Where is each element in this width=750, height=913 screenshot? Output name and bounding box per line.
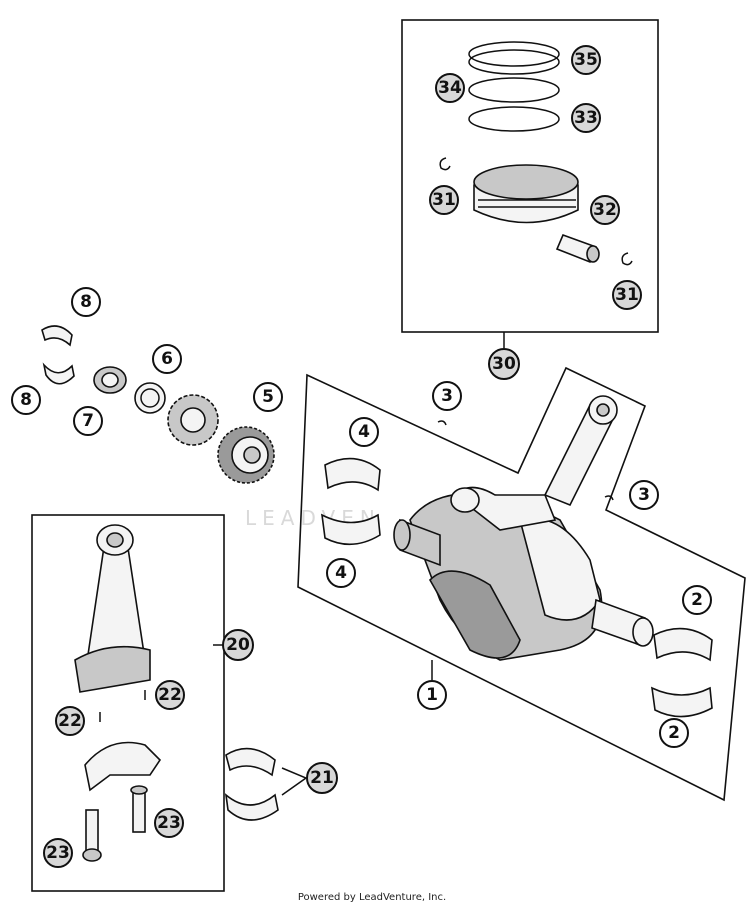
svg-text:22: 22 (58, 711, 82, 731)
svg-text:35: 35 (574, 50, 598, 70)
callout-31-lower[interactable]: 31 (612, 280, 642, 310)
svg-text:4: 4 (335, 563, 347, 583)
callout-2-upper[interactable]: 2 (682, 585, 712, 615)
svg-text:6: 6 (161, 349, 173, 369)
credit-text: Powered by LeadVenture, Inc. (298, 892, 446, 903)
conrod-kit-box (31, 514, 225, 892)
callout-1[interactable]: 1 (417, 680, 447, 710)
svg-text:32: 32 (593, 200, 617, 220)
callout-22-left[interactable]: 22 (55, 706, 85, 736)
conrod-cap (84, 741, 162, 792)
callout-23-right[interactable]: 23 (154, 808, 184, 838)
conrod-bolt-left (82, 809, 102, 862)
main-bearing-shells-left (321, 457, 381, 546)
svg-text:5: 5 (262, 387, 274, 407)
svg-text:30: 30 (492, 354, 516, 374)
rod-bearing-shells-21 (224, 747, 279, 821)
svg-text:33: 33 (574, 108, 598, 128)
thrust-clip-right (604, 495, 614, 501)
callout-4-upper[interactable]: 4 (349, 417, 379, 447)
svg-text:34: 34 (438, 78, 462, 98)
piston (473, 164, 579, 224)
callout-22-right[interactable]: 22 (155, 680, 185, 710)
callout-8-lower[interactable]: 8 (11, 385, 41, 415)
callout-7[interactable]: 7 (73, 406, 103, 436)
svg-text:7: 7 (82, 411, 94, 431)
svg-text:22: 22 (158, 685, 182, 705)
bearing-shell-8-lower (42, 362, 75, 385)
callout-20[interactable]: 20 (222, 629, 254, 661)
callout-31-upper[interactable]: 31 (429, 185, 459, 215)
circlip-upper (439, 157, 451, 171)
callout-30[interactable]: 30 (488, 348, 520, 380)
svg-text:31: 31 (432, 190, 456, 210)
conrod-bolt-right (130, 785, 148, 833)
piston-kit-box (401, 19, 659, 333)
callout-33[interactable]: 33 (571, 103, 601, 133)
svg-text:31: 31 (615, 285, 639, 305)
svg-text:23: 23 (157, 813, 181, 833)
crankshaft-box (297, 366, 746, 802)
svg-text:2: 2 (668, 723, 680, 743)
sprocket (167, 394, 219, 446)
svg-text:8: 8 (80, 292, 92, 312)
callout-5[interactable]: 5 (253, 382, 283, 412)
nut-7 (93, 366, 127, 394)
callout-21[interactable]: 21 (306, 762, 338, 794)
callout-8-upper[interactable]: 8 (71, 287, 101, 317)
connecting-rod-assembly (74, 524, 151, 693)
washer-6 (134, 382, 166, 414)
callout-4-lower[interactable]: 4 (326, 558, 356, 588)
svg-text:4: 4 (358, 422, 370, 442)
gear-5 (217, 426, 275, 484)
svg-text:23: 23 (46, 843, 70, 863)
connecting-rod-installed (450, 395, 618, 531)
circlip-lower (621, 252, 633, 266)
thrust-clip-upper (437, 420, 447, 426)
callout-6[interactable]: 6 (152, 344, 182, 374)
svg-text:3: 3 (638, 485, 650, 505)
callout-3-upper[interactable]: 3 (432, 381, 462, 411)
svg-text:2: 2 (691, 590, 703, 610)
bearing-shell-8-upper (41, 325, 73, 347)
main-bearing-shells-right (651, 627, 713, 718)
svg-text:8: 8 (20, 390, 32, 410)
callout-2-lower[interactable]: 2 (659, 718, 689, 748)
piston-rings (468, 41, 560, 132)
callout-23-left[interactable]: 23 (43, 838, 73, 868)
callout-35[interactable]: 35 (571, 45, 601, 75)
crankshaft (393, 492, 654, 661)
svg-text:1: 1 (426, 685, 438, 705)
callout-34[interactable]: 34 (435, 73, 465, 103)
callout-32[interactable]: 32 (590, 195, 620, 225)
svg-text:3: 3 (441, 386, 453, 406)
svg-text:20: 20 (226, 635, 250, 655)
svg-text:21: 21 (310, 768, 334, 788)
callout-3-right[interactable]: 3 (629, 480, 659, 510)
piston-pin (555, 233, 600, 264)
